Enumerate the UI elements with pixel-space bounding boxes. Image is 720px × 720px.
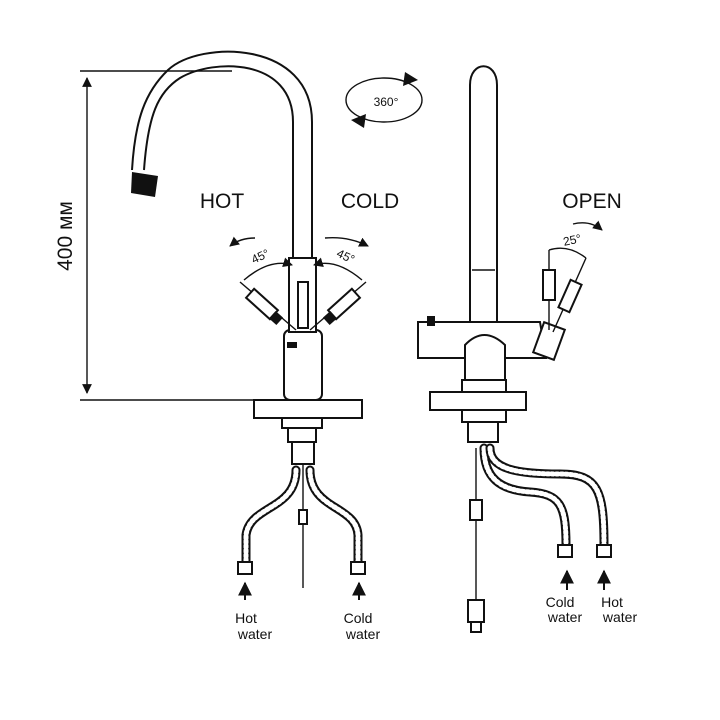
side-countertop (429, 391, 527, 411)
front-countertop (253, 399, 363, 419)
side-lever (531, 250, 587, 362)
front-hot-water-label: Hot water (235, 610, 272, 642)
rotation-icon: 360° (345, 72, 423, 128)
rotation-label: 360° (374, 95, 399, 109)
cold-label: COLD (341, 190, 399, 213)
front-view-faucet (131, 50, 369, 600)
cold-angle-label: 45° (335, 246, 358, 266)
side-cold-water-label: Cold water (546, 594, 583, 625)
front-spout (143, 65, 294, 258)
side-view-faucet (417, 65, 612, 633)
open-label: OPEN (562, 190, 622, 213)
hot-angle-label: 45° (249, 246, 272, 266)
hot-handle-position (239, 281, 297, 331)
front-faucet-body (283, 329, 323, 401)
open-angle-label: 25° (562, 231, 583, 249)
front-spout-tip (131, 172, 158, 197)
cold-handle-position (309, 281, 367, 331)
side-spout (469, 65, 498, 322)
side-hot-water-label: Hot water (601, 594, 637, 625)
height-dimension: 400 мм (54, 70, 262, 401)
front-cold-water-label: Cold water (344, 610, 381, 642)
front-hoses (241, 465, 363, 567)
side-hoses (479, 443, 609, 550)
height-label: 400 мм (54, 201, 77, 271)
hot-label: HOT (200, 190, 245, 213)
